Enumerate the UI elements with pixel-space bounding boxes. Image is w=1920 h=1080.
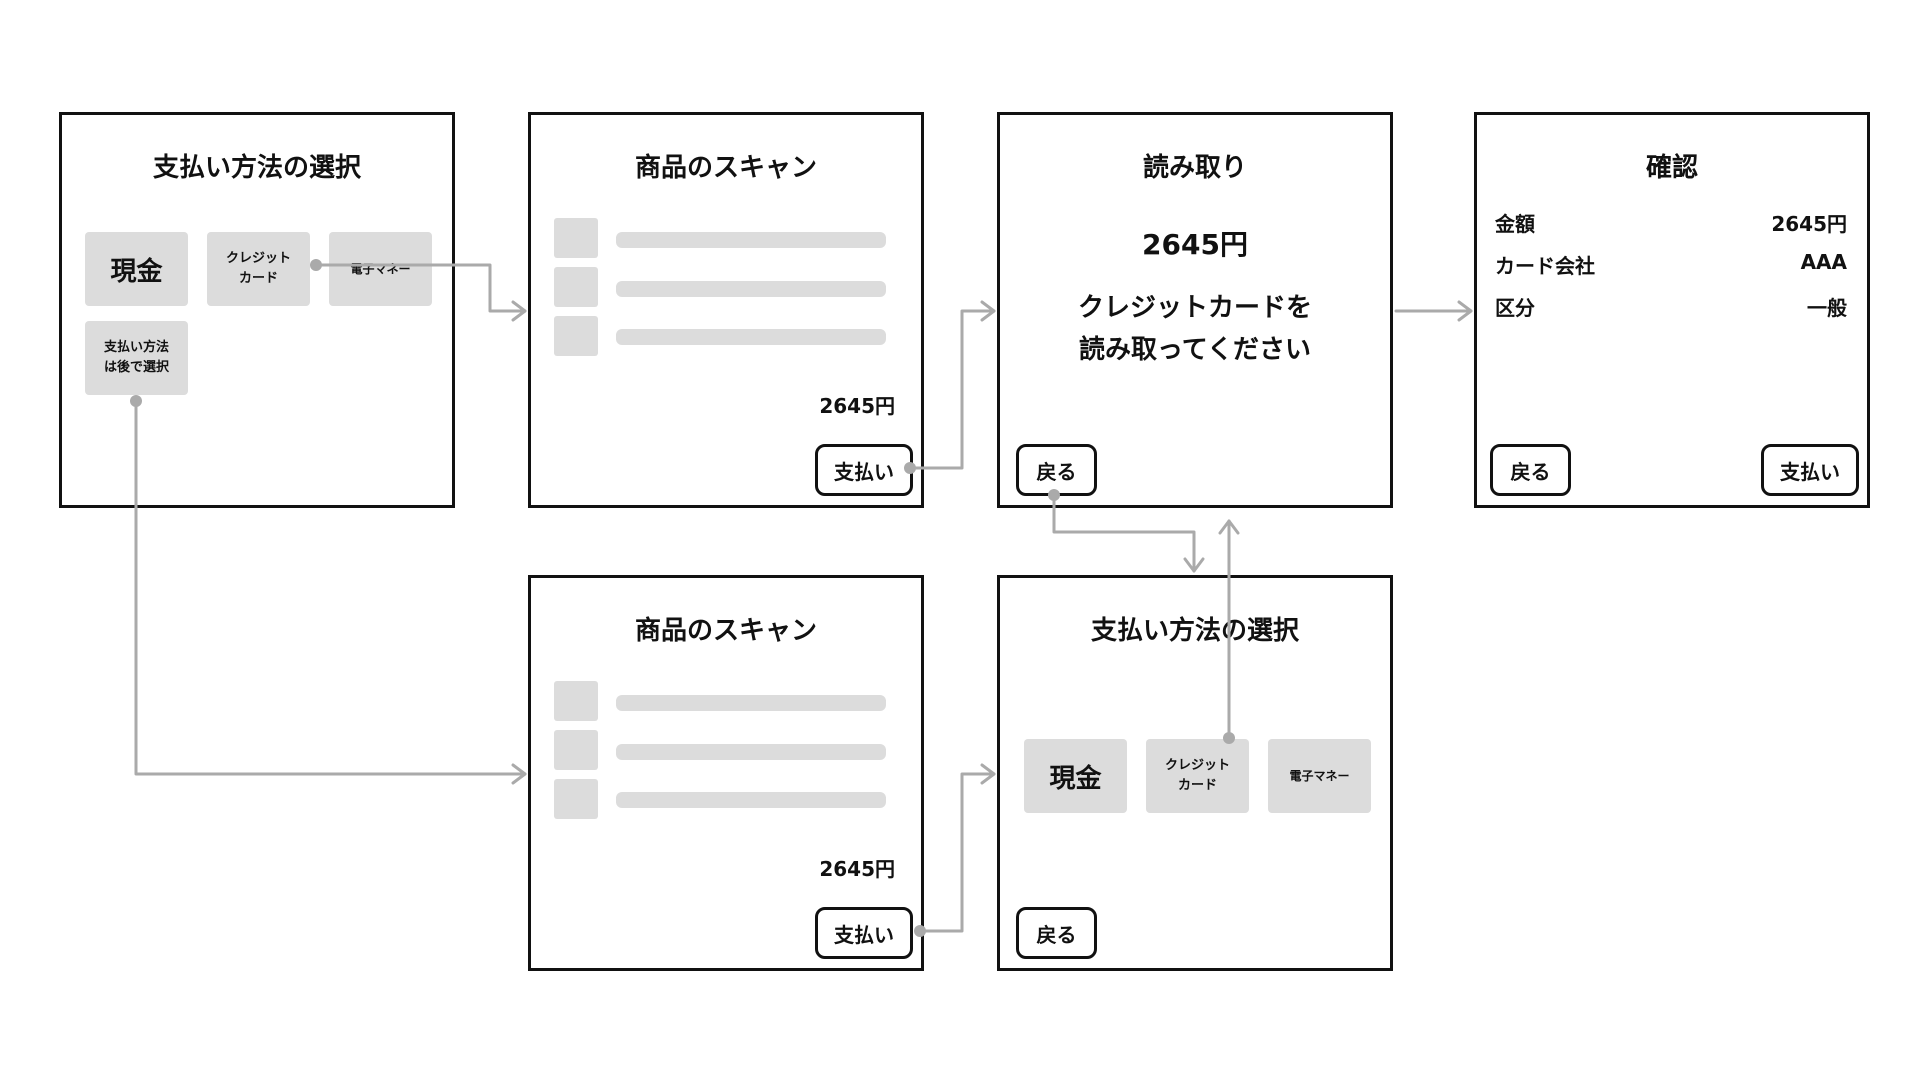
item-thumbnail xyxy=(554,267,598,307)
item-bar xyxy=(616,329,886,345)
item-thumbnail xyxy=(554,681,598,721)
screen-title: 確認 xyxy=(1645,153,1698,183)
pay-later-option[interactable]: 支払い方法 は後で選択 xyxy=(85,321,188,395)
pay-button[interactable]: 支払い xyxy=(815,907,913,959)
screen-title: 支払い方法の選択 xyxy=(152,153,361,183)
amount-value: 2645円 xyxy=(1771,212,1847,236)
flow-arrow-pay-to-select xyxy=(918,772,996,933)
item-bar xyxy=(616,232,886,248)
e-money-option[interactable]: 電子マネー xyxy=(329,232,432,306)
amount-text: 2645円 xyxy=(1142,228,1248,261)
arrowhead xyxy=(1457,300,1473,322)
item-bar xyxy=(616,281,886,297)
total-amount: 2645円 xyxy=(819,857,895,881)
category-value: 一般 xyxy=(1807,296,1847,320)
back-button[interactable]: 戻る xyxy=(1016,907,1097,959)
category-label: 区分 xyxy=(1495,296,1535,320)
screen-title: 支払い方法の選択 xyxy=(1090,616,1299,646)
arrowhead xyxy=(511,300,527,322)
screen-payment-method-select-2: 支払い方法の選択 現金 クレジット カード 電子マネー 戻る xyxy=(997,575,1393,971)
pay-button[interactable]: 支払い xyxy=(1761,444,1859,496)
item-bar xyxy=(616,744,886,760)
instruction-line-2: 読み取ってください xyxy=(1079,335,1311,365)
amount-label: 金額 xyxy=(1495,212,1535,236)
credit-card-option[interactable]: クレジット カード xyxy=(207,232,310,306)
credit-card-option[interactable]: クレジット カード xyxy=(1146,739,1249,813)
cash-option[interactable]: 現金 xyxy=(1024,739,1127,813)
item-bar xyxy=(616,695,886,711)
screen-title: 商品のスキャン xyxy=(634,616,817,646)
screen-confirm: 確認 金額 2645円 カード会社 AAA 区分 一般 戻る 支払い xyxy=(1474,112,1870,508)
screen-payment-method-select-1: 支払い方法の選択 現金 クレジット カード 電子マネー 支払い方法 は後で選択 xyxy=(59,112,455,508)
card-company-value: AAA xyxy=(1800,250,1847,274)
pay-button[interactable]: 支払い xyxy=(815,444,913,496)
item-bar xyxy=(616,792,886,808)
item-thumbnail xyxy=(554,779,598,819)
cash-option[interactable]: 現金 xyxy=(85,232,188,306)
item-thumbnail xyxy=(554,730,598,770)
total-amount: 2645円 xyxy=(819,394,895,418)
arrowhead xyxy=(980,763,996,785)
item-thumbnail xyxy=(554,316,598,356)
screen-title: 読み取り xyxy=(1142,153,1247,183)
screen-card-read: 読み取り 2645円 クレジットカードを 読み取ってください 戻る xyxy=(997,112,1393,508)
back-button[interactable]: 戻る xyxy=(1490,444,1571,496)
item-thumbnail xyxy=(554,218,598,258)
arrowhead xyxy=(511,763,527,785)
screen-title: 商品のスキャン xyxy=(634,153,817,183)
card-company-label: カード会社 xyxy=(1495,254,1595,278)
back-button[interactable]: 戻る xyxy=(1016,444,1097,496)
instruction-line-1: クレジットカードを xyxy=(1077,293,1312,323)
screen-product-scan-2: 商品のスキャン 2645円 支払い xyxy=(528,575,924,971)
arrowhead xyxy=(980,300,996,322)
e-money-option[interactable]: 電子マネー xyxy=(1268,739,1371,813)
screen-product-scan-1: 商品のスキャン 2645円 支払い xyxy=(528,112,924,508)
arrowhead xyxy=(1218,519,1240,535)
arrowhead xyxy=(1183,557,1205,573)
